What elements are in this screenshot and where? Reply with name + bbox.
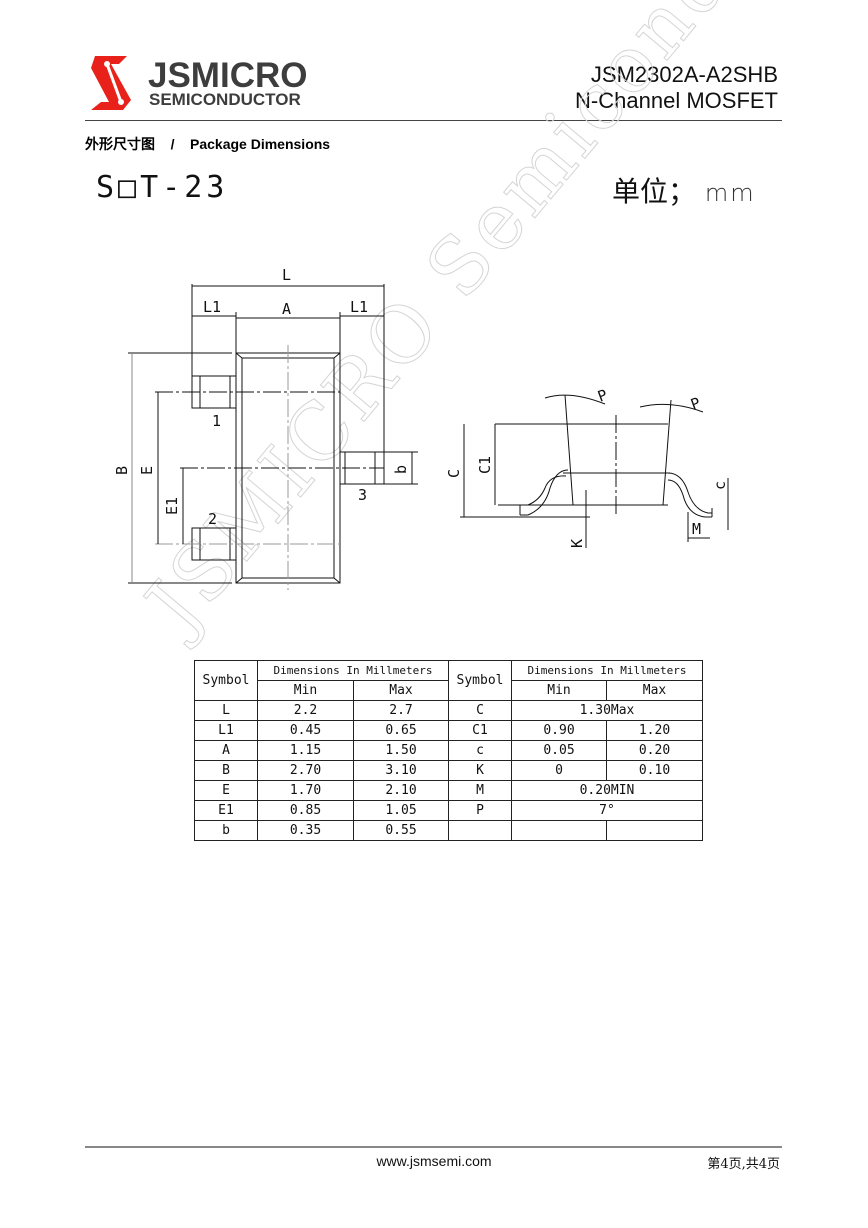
dim-label-K: K [568, 539, 586, 548]
dim-label-C: C [445, 469, 463, 478]
logo-subtitle: SEMICONDUCTOR [149, 90, 301, 109]
pin-label-1: 1 [212, 412, 221, 430]
header-min-left: Min [257, 680, 354, 701]
unit-label: 单位； mm [612, 170, 756, 210]
dim-label-E1: E1 [163, 497, 181, 515]
section-title-en: Package Dimensions [190, 136, 331, 152]
symbol-cell: A [194, 740, 258, 761]
unit-value: mm [704, 179, 756, 207]
header-symbol-left: Symbol [194, 660, 258, 701]
table-row: b 0.35 0.55 [194, 820, 703, 841]
dim-label-c: c [711, 481, 729, 490]
header-dims-left: Dimensions In Millmeters [257, 660, 449, 681]
table-row: E1 0.85 1.05 P 7° [194, 800, 703, 821]
dim-label-M: M [692, 520, 701, 538]
table-row: L 2.2 2.7 C 1.30Max [194, 700, 703, 721]
header-dims-right: Dimensions In Millmeters [511, 660, 703, 681]
table-row: L1 0.45 0.65 C1 0.90 1.20 [194, 720, 703, 741]
top-view-drawing: L L1 A L1 1 2 3 B E E1 b P P [113, 266, 729, 590]
symbol-cell [448, 820, 512, 841]
header-max-left: Max [353, 680, 449, 701]
symbol-cell: C1 [448, 720, 512, 741]
max-cell: 0.65 [353, 720, 449, 741]
header-min-right: Min [511, 680, 607, 701]
section-separator: / [170, 136, 175, 152]
merged-cell: 7° [511, 800, 703, 821]
dim-label-L1-right: L1 [350, 298, 368, 316]
max-cell: 0.20 [606, 740, 703, 761]
min-cell: 2.2 [257, 700, 354, 721]
max-cell: 1.05 [353, 800, 449, 821]
page-number: 第4页,共4页 [707, 1157, 780, 1172]
dim-label-b: b [392, 465, 410, 474]
symbol-cell: P [448, 800, 512, 821]
min-cell [511, 820, 607, 841]
min-cell: 0.85 [257, 800, 354, 821]
symbol-cell: E1 [194, 800, 258, 821]
max-cell [606, 820, 703, 841]
side-view-drawing [460, 394, 729, 548]
dim-label-C1: C1 [476, 456, 494, 474]
max-cell: 2.7 [353, 700, 449, 721]
part-number: JSM2302A-A2SHB [590, 62, 778, 87]
dim-label-A: A [282, 300, 291, 318]
dim-label-P-right: P [688, 394, 703, 414]
pin-label-2: 2 [208, 510, 217, 528]
dim-label-E: E [138, 466, 156, 475]
dim-label-P-left: P [595, 386, 610, 406]
min-cell: 0.90 [511, 720, 607, 741]
min-cell: 0.45 [257, 720, 354, 741]
header-max-right: Max [606, 680, 703, 701]
min-cell: 1.15 [257, 740, 354, 761]
table-row: B 2.70 3.10 K 0 0.10 [194, 760, 703, 781]
table-row: A 1.15 1.50 c 0.05 0.20 [194, 740, 703, 761]
min-cell: 0.05 [511, 740, 607, 761]
symbol-cell: M [448, 780, 512, 801]
max-cell: 3.10 [353, 760, 449, 781]
min-cell: 0 [511, 760, 607, 781]
symbol-cell: E [194, 780, 258, 801]
part-type: N-Channel MOSFET [575, 88, 778, 113]
merged-cell: 0.20MIN [511, 780, 703, 801]
section-title-cn: 外形尺寸图 [85, 136, 155, 152]
header-symbol-right: Symbol [448, 660, 512, 701]
max-cell: 1.50 [353, 740, 449, 761]
logo-brand: JSMICRO [148, 56, 308, 95]
table-row: E 1.70 2.10 M 0.20MIN [194, 780, 703, 801]
symbol-cell: K [448, 760, 512, 781]
pin-label-3: 3 [358, 486, 367, 504]
max-cell: 0.10 [606, 760, 703, 781]
symbol-cell: b [194, 820, 258, 841]
unit-prefix: 单位； [612, 175, 697, 208]
footer-divider [85, 1146, 782, 1148]
footer-url[interactable]: www.jsmsemi.com [376, 1153, 492, 1169]
s-logo-icon [91, 56, 131, 110]
min-cell: 2.70 [257, 760, 354, 781]
merged-cell: 1.30Max [511, 700, 703, 721]
max-cell: 1.20 [606, 720, 703, 741]
section-title: 外形尺寸图 / Package Dimensions [85, 134, 330, 154]
symbol-cell: C [448, 700, 512, 721]
package-name: S□T-23 [96, 170, 229, 205]
symbol-cell: c [448, 740, 512, 761]
dim-label-B: B [113, 466, 131, 475]
max-cell: 2.10 [353, 780, 449, 801]
dim-label-L: L [282, 266, 291, 284]
max-cell: 0.55 [353, 820, 449, 841]
min-cell: 1.70 [257, 780, 354, 801]
symbol-cell: B [194, 760, 258, 781]
min-cell: 0.35 [257, 820, 354, 841]
dimensions-table: Symbol Dimensions In Millmeters Symbol D… [194, 660, 703, 841]
symbol-cell: L1 [194, 720, 258, 741]
dim-label-L1-left: L1 [203, 298, 221, 316]
header-divider [85, 120, 782, 121]
symbol-cell: L [194, 700, 258, 721]
